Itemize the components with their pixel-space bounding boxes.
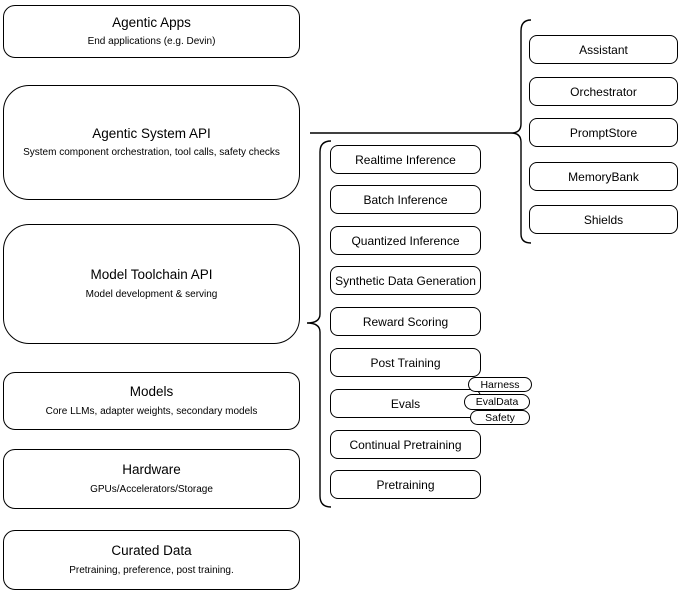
eval-tag-harness: Harness — [468, 377, 532, 392]
component-box-shields: Shields — [529, 205, 678, 234]
layer-subtitle: GPUs/Accelerators/Storage — [90, 483, 213, 495]
layer-subtitle: End applications (e.g. Devin) — [87, 36, 216, 48]
service-box-reward-scoring: Reward Scoring — [330, 307, 481, 336]
service-box-post-training: Post Training — [330, 348, 481, 377]
toolchain-bracket — [306, 140, 332, 508]
layer-title: Hardware — [122, 462, 181, 478]
layer-title: Curated Data — [111, 543, 192, 559]
service-box-realtime-inference: Realtime Inference — [330, 145, 481, 174]
service-box-continual-pretraining: Continual Pretraining — [330, 430, 481, 459]
eval-tag-safety: Safety — [470, 410, 530, 425]
layer-subtitle: System component orchestration, tool cal… — [23, 147, 280, 159]
component-box-orchestrator: Orchestrator — [529, 77, 678, 106]
layer-subtitle: Pretraining, preference, post training. — [69, 564, 234, 576]
layer-subtitle: Model development & serving — [85, 288, 218, 300]
layer-title: Models — [129, 384, 174, 400]
service-box-synthetic-data-generation: Synthetic Data Generation — [330, 266, 481, 295]
service-box-batch-inference: Batch Inference — [330, 185, 481, 214]
layer-subtitle: Core LLMs, adapter weights, secondary mo… — [45, 405, 258, 417]
layer-box-model-toolchain-api: Model Toolchain API Model development & s… — [3, 224, 300, 344]
system-components-bracket — [510, 19, 532, 244]
service-box-quantized-inference: Quantized Inference — [330, 226, 481, 255]
component-box-assistant: Assistant — [529, 35, 678, 64]
eval-tag-evaldata: EvalData — [464, 394, 530, 410]
layer-title: Agentic System API — [92, 125, 211, 141]
service-box-evals: Evals — [330, 389, 481, 418]
component-box-memorybank: MemoryBank — [529, 162, 678, 191]
layer-title: Model Toolchain API — [90, 267, 213, 283]
layer-title: Agentic Apps — [112, 14, 191, 30]
layer-box-agentic-system-api: Agentic System API System component orche… — [3, 85, 300, 200]
component-box-promptstore: PromptStore — [529, 118, 678, 147]
service-box-pretraining: Pretraining — [330, 470, 481, 499]
